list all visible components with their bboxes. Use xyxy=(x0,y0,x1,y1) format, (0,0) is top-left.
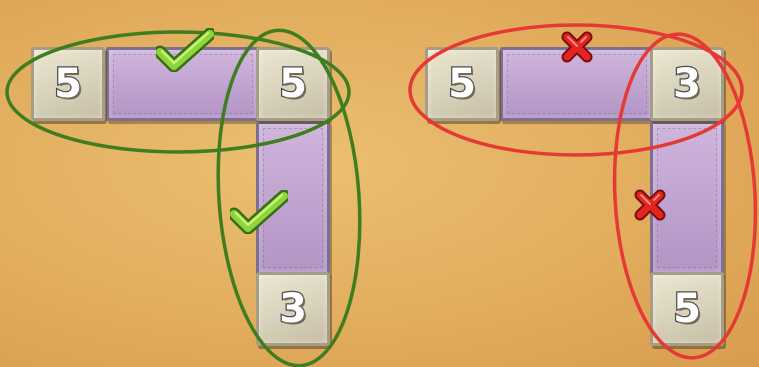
green-check-icon xyxy=(156,28,214,72)
tile-number: 5 xyxy=(448,64,476,104)
number-tile-corner: 5 xyxy=(256,47,330,121)
number-tile-corner: 3 xyxy=(650,47,724,121)
red-cross-icon xyxy=(561,31,593,63)
invalid-example-panel: 5 3 5 xyxy=(380,0,759,367)
tile-number: 3 xyxy=(279,289,307,329)
tile-number: 5 xyxy=(673,289,701,329)
number-tile-left: 5 xyxy=(425,47,499,121)
tile-number: 3 xyxy=(673,64,701,104)
number-tile-bottom: 3 xyxy=(256,272,330,346)
number-tile-left: 5 xyxy=(31,47,105,121)
green-check-icon xyxy=(230,190,288,234)
tile-number: 5 xyxy=(279,64,307,104)
number-tile-bottom: 5 xyxy=(650,272,724,346)
tile-number: 5 xyxy=(54,64,82,104)
red-cross-icon xyxy=(634,189,666,221)
valid-example-panel: 5 5 3 xyxy=(0,0,380,367)
